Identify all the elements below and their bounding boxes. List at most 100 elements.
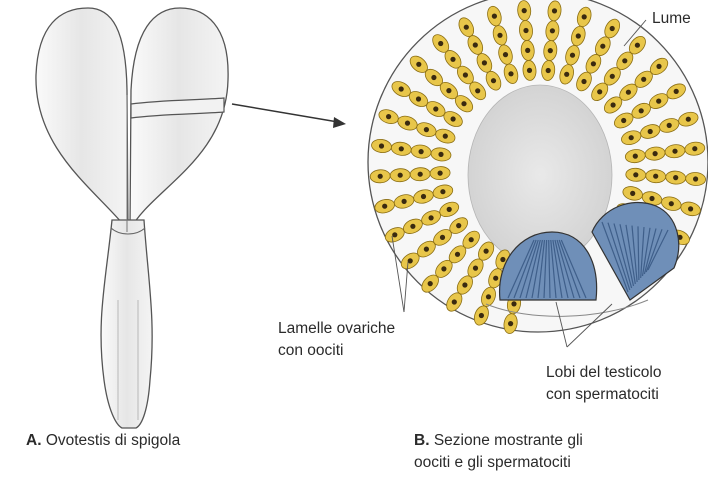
oocyte-nucleus bbox=[692, 146, 697, 151]
oocyte-nucleus bbox=[630, 191, 635, 196]
oocyte-nucleus bbox=[492, 14, 497, 19]
oocyte-nucleus bbox=[491, 78, 496, 83]
oocyte-nucleus bbox=[546, 68, 551, 73]
oocyte-nucleus bbox=[429, 215, 434, 220]
oocyte-nucleus bbox=[424, 247, 429, 252]
oocyte-nucleus bbox=[635, 43, 640, 48]
oocyte-nucleus bbox=[639, 108, 644, 113]
oocyte-nucleus bbox=[431, 75, 436, 80]
oocyte-nucleus bbox=[419, 149, 424, 154]
oocyte-nucleus bbox=[402, 199, 407, 204]
oocyte-nucleus bbox=[564, 72, 569, 77]
oocyte-nucleus bbox=[416, 62, 421, 67]
oocyte-nucleus bbox=[527, 68, 532, 73]
oocyte-nucleus bbox=[633, 172, 638, 177]
oocyte-nucleus bbox=[399, 146, 404, 151]
oocyte-nucleus bbox=[446, 88, 451, 93]
oocyte-nucleus bbox=[672, 149, 677, 154]
oocyte-nucleus bbox=[418, 172, 423, 177]
oocyte-nucleus bbox=[473, 266, 478, 271]
label-lobi-testicolo: Lobi del testicolo con spermatociti bbox=[546, 362, 661, 406]
oocyte-nucleus bbox=[611, 102, 616, 107]
label-lume: Lume bbox=[652, 8, 691, 30]
oocyte-nucleus bbox=[552, 8, 557, 13]
oocyte-nucleus bbox=[462, 282, 467, 287]
oocyte-nucleus bbox=[438, 171, 443, 176]
oocyte-nucleus bbox=[523, 28, 528, 33]
oocyte-nucleus bbox=[576, 33, 581, 38]
oocyte-nucleus bbox=[667, 123, 672, 128]
label-lobi-line2: con spermatociti bbox=[546, 384, 661, 406]
oocyte-nucleus bbox=[443, 134, 448, 139]
caption-b-text-line2: oociti e gli spermatociti bbox=[414, 452, 583, 474]
oocyte-nucleus bbox=[591, 61, 596, 66]
oocyte-nucleus bbox=[464, 25, 469, 30]
oocyte-nucleus bbox=[456, 223, 461, 228]
oocyte-nucleus bbox=[525, 48, 530, 53]
oocyte-nucleus bbox=[438, 152, 443, 157]
oocyte-nucleus bbox=[522, 8, 527, 13]
oocyte-nucleus bbox=[450, 57, 455, 62]
oocyte-nucleus bbox=[497, 33, 502, 38]
oocyte-nucleus bbox=[653, 151, 658, 156]
label-lamelle-line2: con oociti bbox=[278, 340, 395, 362]
oocyte-nucleus bbox=[493, 276, 498, 281]
oocyte-nucleus bbox=[610, 26, 615, 31]
oocyte-nucleus bbox=[581, 79, 586, 84]
oocyte-nucleus bbox=[656, 99, 661, 104]
oocyte-nucleus bbox=[508, 71, 513, 76]
oocyte-nucleus bbox=[428, 281, 433, 286]
oocyte-nucleus bbox=[463, 72, 468, 77]
left-lobe bbox=[36, 8, 128, 230]
oocyte-nucleus bbox=[669, 201, 674, 206]
oocyte-nucleus bbox=[433, 106, 438, 111]
oocyte-nucleus bbox=[479, 313, 484, 318]
oocyte-nucleus bbox=[570, 53, 575, 58]
oocyte-nucleus bbox=[508, 321, 513, 326]
oocyte-nucleus bbox=[461, 101, 466, 106]
right-lobe bbox=[130, 8, 228, 230]
pointer-arrow bbox=[232, 104, 346, 128]
oocyte-nucleus bbox=[511, 301, 516, 306]
oocyte-nucleus bbox=[503, 52, 508, 57]
oocyte-nucleus bbox=[424, 127, 429, 132]
oocyte-nucleus bbox=[399, 86, 404, 91]
oocyte-nucleus bbox=[452, 299, 457, 304]
oocyte-nucleus bbox=[656, 64, 661, 69]
oocyte-nucleus bbox=[475, 88, 480, 93]
oocyte-nucleus bbox=[440, 235, 445, 240]
oocyte-nucleus bbox=[621, 118, 626, 123]
oocyte-nucleus bbox=[486, 294, 491, 299]
oocyte-nucleus bbox=[398, 173, 403, 178]
oocyte-nucleus bbox=[421, 194, 426, 199]
oocyte-nucleus bbox=[610, 74, 615, 79]
oocyte-nucleus bbox=[469, 237, 474, 242]
cross-section bbox=[368, 0, 708, 335]
oocyte-nucleus bbox=[688, 206, 693, 211]
oocyte-nucleus bbox=[484, 249, 489, 254]
oocyte-nucleus bbox=[451, 116, 456, 121]
oocyte-nucleus bbox=[641, 77, 646, 82]
oocyte-nucleus bbox=[405, 121, 410, 126]
oocyte-nucleus bbox=[673, 175, 678, 180]
oocyte-nucleus bbox=[597, 89, 602, 94]
oocyte-nucleus bbox=[693, 176, 698, 181]
label-lamelle-ovariche: Lamelle ovariche con oociti bbox=[278, 318, 395, 362]
oocyte-nucleus bbox=[440, 189, 445, 194]
oocyte-nucleus bbox=[648, 129, 653, 134]
label-lobi-line1: Lobi del testicolo bbox=[546, 362, 661, 384]
oocyte-nucleus bbox=[386, 114, 391, 119]
oocyte-nucleus bbox=[548, 48, 553, 53]
oocyte-nucleus bbox=[686, 117, 691, 122]
oocyte-nucleus bbox=[473, 42, 478, 47]
oocyte-nucleus bbox=[447, 207, 452, 212]
oocyte-nucleus bbox=[500, 257, 505, 262]
oocyte-nucleus bbox=[626, 90, 631, 95]
oocyte-nucleus bbox=[550, 28, 555, 33]
oocyte-nucleus bbox=[482, 60, 487, 65]
caption-a-text: Ovotestis di spigola bbox=[46, 432, 180, 449]
oocyte-nucleus bbox=[653, 174, 658, 179]
organ-stalk bbox=[101, 220, 152, 428]
oocyte-nucleus bbox=[378, 174, 383, 179]
oocyte-nucleus bbox=[622, 58, 627, 63]
